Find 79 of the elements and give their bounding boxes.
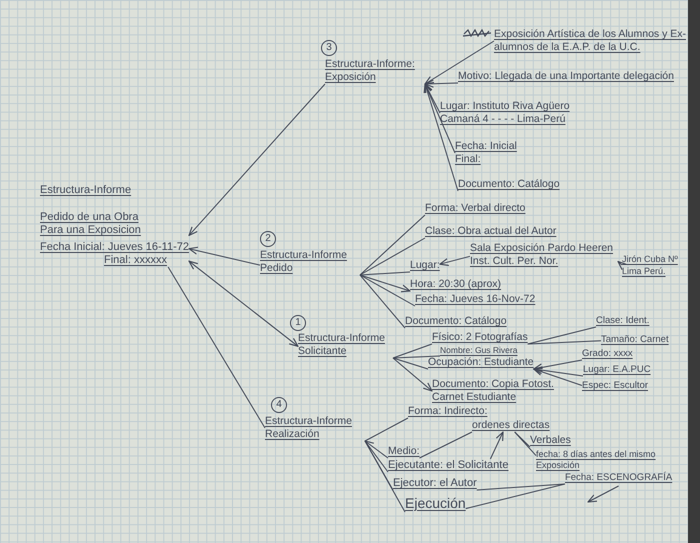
connector-line — [360, 274, 406, 328]
handwritten-note: Forma: Verbal directo — [425, 202, 526, 215]
handwritten-note: Espec: Escultor — [582, 379, 648, 392]
circled-number: 3 — [321, 40, 337, 56]
handwritten-note: Motivo: Llegada de una Importante delegación — [458, 70, 674, 83]
handwritten-note: Grado: xxxx — [582, 347, 633, 360]
handwritten-note: Ocupación: Estudiante — [428, 356, 534, 369]
arrow — [424, 83, 440, 114]
handwritten-note: fecha: 8 días antes del mismo Exposición — [536, 449, 657, 471]
arrow — [587, 486, 620, 503]
connector-line — [392, 344, 432, 358]
connector-line — [527, 326, 596, 344]
connector-line — [364, 440, 388, 472]
handwritten-note: Físico: 2 Fotografías — [432, 331, 528, 344]
handwritten-note: Sala Exposición Pardo Heeren Inst. Cult. Per. Nor. — [470, 242, 614, 268]
handwritten-note: Fecha: Inicial Final: — [455, 140, 518, 166]
handwritten-note: Estructura-Informe Realización — [265, 415, 353, 441]
arrow — [188, 84, 326, 236]
handwritten-heading: Estructura-Informe — [40, 184, 132, 197]
handwritten-note: ordenes directas — [472, 419, 550, 432]
handwritten-note: Documento: Catálogo — [458, 178, 560, 191]
arrow — [392, 358, 433, 392]
handwritten-note: Estructura-Informe: Exposición — [325, 58, 416, 84]
handwritten-note: Documento: Copia Fotost. Carnet Estudiante — [432, 378, 555, 404]
handwritten-note: Nombre: Gus Rivera — [440, 345, 518, 356]
handwritten-note: Jirón Cuba Nº Lima Perú. — [622, 253, 679, 277]
arrow — [188, 246, 260, 266]
connector-line — [360, 274, 416, 306]
arrow — [188, 260, 299, 347]
handwritten-note: Pedido de una Obra Para una Exposicion — [40, 211, 142, 237]
arrow — [424, 40, 494, 85]
connector-line — [168, 266, 266, 428]
arrow — [360, 274, 411, 292]
arrow — [364, 440, 388, 458]
handwritten-note: Clase: Obra actual del Autor — [425, 225, 556, 238]
arrow — [424, 83, 456, 154]
arrow — [533, 360, 582, 372]
connector-line — [364, 440, 406, 512]
handwritten-note: Ejecutante: el Solicitante — [388, 459, 508, 472]
handwritten-note: Ejecución — [405, 495, 466, 512]
circled-number: 2 — [260, 231, 276, 247]
handwritten-note: Clase: Ident. — [596, 314, 650, 327]
handwritten-note: Final: xxxxxx — [104, 254, 167, 267]
handwritten-note: Estructura-Informe Solicitante — [298, 332, 386, 358]
connector-line — [527, 340, 602, 344]
connector-line — [392, 356, 440, 358]
handwritten-note: Medio: — [388, 445, 420, 458]
connector-line — [514, 432, 536, 456]
arrow — [533, 368, 582, 386]
connector-line — [419, 432, 472, 458]
connector-line — [360, 272, 410, 276]
connector-line — [360, 214, 426, 276]
connector-line — [364, 418, 408, 442]
arrow — [439, 256, 470, 266]
handwritten-note: Fecha: Jueves 16-Nov-72 — [415, 293, 536, 306]
connector-line — [465, 484, 566, 510]
arrow — [424, 83, 458, 192]
handwritten-note: Verbales — [530, 434, 571, 447]
arrow — [490, 431, 504, 460]
circled-number: 4 — [271, 397, 287, 413]
arrow — [533, 366, 584, 376]
handwritten-note: Hora: 20:30 (aprox) — [410, 278, 502, 291]
connector-line — [360, 238, 426, 276]
connector-line — [392, 358, 428, 370]
arrow — [617, 260, 628, 270]
handwritten-note: Estructura-Informe Pedido — [260, 249, 348, 275]
handwritten-note: Exposición Artística de los Alumnos y Ex-alumnos de la E.A.P. de la U.C. — [494, 28, 686, 54]
arrow — [424, 80, 458, 88]
handwritten-note: Forma: Indirecto: — [408, 405, 488, 418]
handwritten-note: Ejecutor: el Autor — [393, 477, 477, 490]
handwritten-note: Lugar: — [410, 259, 440, 272]
handwritten-note: Documento: Catálogo — [405, 315, 507, 328]
handwritten-note: Tamaño: Carnet — [601, 333, 669, 346]
handwritten-note: Lugar: Instituto Riva Agüero Camaná 4 - - - - Lima-Perú — [440, 100, 571, 126]
connector-line — [476, 484, 566, 490]
handwritten-note: Fecha: ESCENOGRAFÍA — [565, 471, 672, 484]
circled-number: 1 — [290, 315, 306, 331]
handwritten-note: Lugar: E.A.PUC — [583, 363, 651, 376]
handwritten-note: Fecha Inicial: Jueves 16-11-72 — [40, 241, 189, 254]
